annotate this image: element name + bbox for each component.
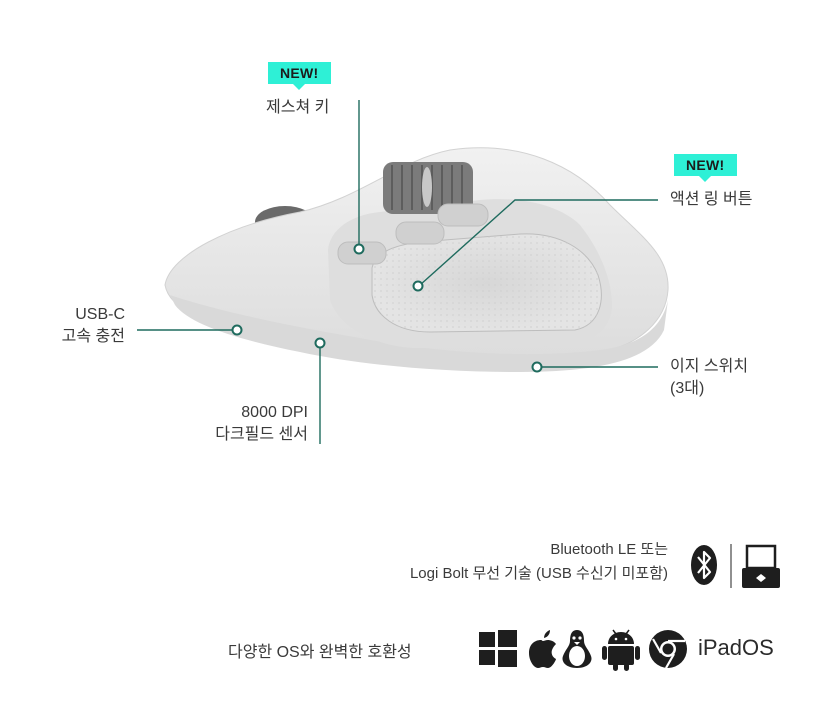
gesture-key-label: 제스쳐 키 <box>266 99 330 116</box>
apple-icon <box>529 630 556 668</box>
forward-button <box>437 203 489 227</box>
mouse-base <box>170 295 668 372</box>
connectivity-line1: Bluetooth LE 또는 <box>550 541 668 558</box>
sensor-label-line2: 다크필드 센서 <box>215 426 308 443</box>
action-ring-label: 액션 링 버튼 <box>670 191 753 208</box>
usb-c-label-line1: USB-C <box>75 306 125 323</box>
sensor-label: 8000 DPI 다크필드 센서 <box>150 402 308 446</box>
action-ring-new-badge: NEW! <box>674 154 737 182</box>
linux-icon <box>562 630 592 668</box>
windows-icon <box>479 630 517 667</box>
easy-switch-label-line1: 이지 스위치 <box>670 358 749 375</box>
sensor-label-line1: 8000 DPI <box>241 404 308 421</box>
usb-c-label-line2: 고속 충전 <box>61 328 125 345</box>
logi-bolt-receiver-icon <box>742 544 780 588</box>
connectivity-text: Bluetooth LE 또는 Logi Bolt 무선 기술 (USB 수신기… <box>300 538 668 586</box>
android-icon <box>602 629 640 671</box>
sensor-dot <box>314 337 326 349</box>
easy-switch-label: 이지 스위치 (3대) <box>670 356 748 400</box>
os-icons <box>479 629 687 671</box>
gesture-key-dot <box>353 243 365 255</box>
connectivity-icons <box>691 544 780 588</box>
easy-switch-label-line2: (3대) <box>670 380 705 397</box>
gesture-key-new-badge: NEW! <box>268 62 331 90</box>
usb-c-label: USB-C 고속 충전 <box>20 304 125 348</box>
usb-c-dot <box>231 324 243 336</box>
easy-switch-dot <box>531 361 543 373</box>
compatibility-label: 다양한 OS와 완벽한 호환성 <box>228 644 412 661</box>
bluetooth-icon <box>691 545 717 585</box>
ipados-label: iPadOS <box>698 635 774 660</box>
action-ring-dot <box>412 280 424 292</box>
connectivity-line2: Logi Bolt 무선 기술 (USB 수신기 미포함) <box>409 565 668 582</box>
action-ring-leader <box>419 199 658 286</box>
chrome-icon <box>649 630 687 669</box>
back-button <box>395 221 445 245</box>
